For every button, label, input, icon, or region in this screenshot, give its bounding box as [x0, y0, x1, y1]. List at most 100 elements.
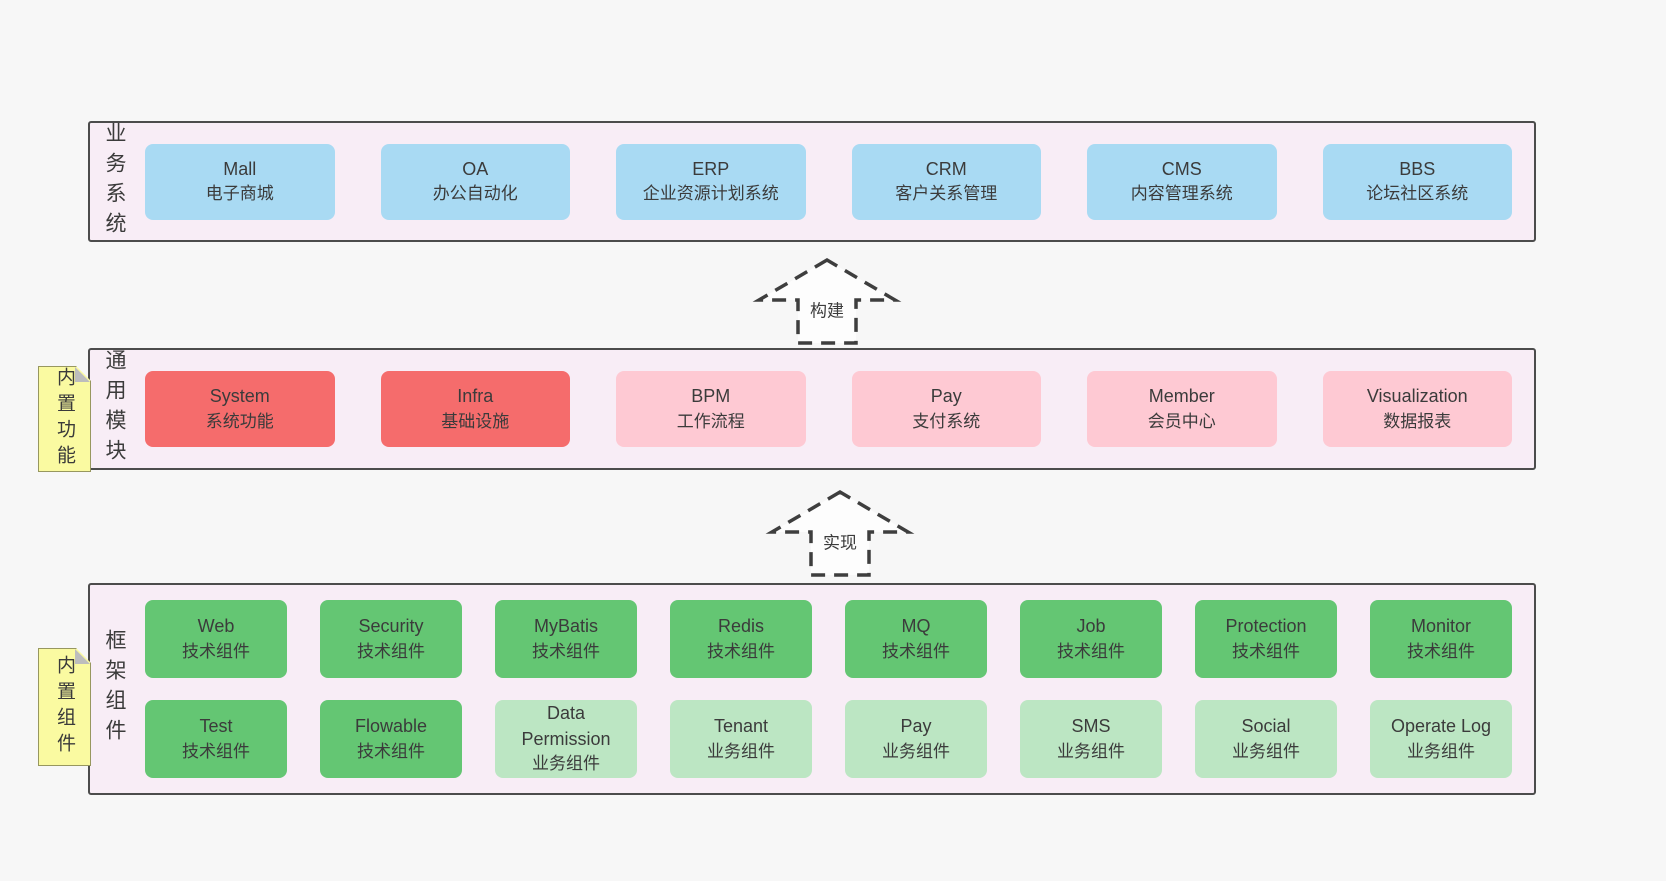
box-title: SMS: [1071, 716, 1111, 737]
box-title: Protection: [1225, 616, 1307, 637]
box-subtitle: 企业资源计划系统: [642, 184, 779, 204]
box-subtitle: 内容管理系统: [1130, 184, 1233, 204]
box-subtitle: 数据报表: [1383, 411, 1452, 431]
panel-business-label: 业务系统: [103, 121, 126, 242]
box-title: ERP: [692, 158, 730, 179]
box-subtitle: 会员中心: [1147, 411, 1216, 431]
sticky-components-label: 内置组件: [54, 655, 75, 759]
arrow-build-label: 构建: [809, 296, 845, 322]
box-title: Tenant: [713, 716, 769, 737]
arrow-build: 构建: [746, 255, 908, 345]
module-box: CMS 内容管理系统: [1087, 143, 1277, 220]
folded-corner-icon: [75, 649, 90, 664]
box-subtitle: 业务组件: [1232, 741, 1300, 761]
panel-framework-label: 框架组件: [103, 629, 126, 749]
box-title: OA: [462, 158, 489, 179]
module-box: Operate Log 业务组件: [1370, 700, 1512, 778]
box-title: Test: [199, 716, 233, 737]
box-subtitle: 论坛社区系统: [1366, 184, 1469, 204]
module-box: Flowable 技术组件: [320, 700, 462, 778]
module-box: Monitor 技术组件: [1370, 600, 1512, 678]
box-subtitle: 业务组件: [1057, 741, 1125, 761]
module-box: ERP 企业资源计划系统: [616, 143, 806, 220]
box-subtitle: 业务组件: [707, 741, 775, 761]
module-box: Visualization 数据报表: [1322, 371, 1512, 447]
framework-box-row-1: Web 技术组件 Security 技术组件 MyBatis 技术组件 Redi…: [145, 600, 1512, 678]
module-box: Pay 支付系统: [851, 371, 1041, 447]
box-subtitle: 支付系统: [912, 411, 981, 431]
module-box: Test 技术组件: [145, 700, 287, 778]
box-title: Operate Log: [1390, 716, 1492, 737]
module-box: Protection 技术组件: [1195, 600, 1337, 678]
box-title: Social: [1241, 716, 1291, 737]
box-title: Mall: [223, 158, 257, 179]
box-title: MQ: [901, 616, 931, 637]
box-title: MyBatis: [533, 616, 598, 637]
box-title: Pay: [930, 386, 962, 407]
box-title: Monitor: [1410, 616, 1472, 637]
business-box-row: Mall 电子商城 OA 办公自动化 ERP 企业资源计划系统 CRM 客户关系…: [125, 143, 1534, 220]
box-subtitle: 技术组件: [1057, 641, 1125, 661]
module-box: Web 技术组件: [145, 600, 287, 678]
box-subtitle: 技术组件: [707, 641, 775, 661]
box-subtitle: 电子商城: [205, 184, 274, 204]
folded-corner-icon: [75, 367, 90, 382]
box-title: Job: [1076, 616, 1106, 637]
box-subtitle: 工作流程: [676, 411, 745, 431]
box-title: System: [209, 386, 270, 407]
box-subtitle: 办公自动化: [432, 184, 518, 204]
modules-box-row: System 系统功能 Infra 基础设施 BPM 工作流程 Pay 支付系统…: [125, 371, 1534, 447]
box-title: CRM: [925, 158, 967, 179]
panel-modules-label: 通用模块: [103, 349, 126, 469]
box-subtitle: 业务组件: [882, 741, 950, 761]
arrow-implement: 实现: [759, 487, 921, 577]
box-title: Web: [197, 616, 235, 637]
box-subtitle: 业务组件: [532, 754, 600, 774]
module-box: CRM 客户关系管理: [851, 143, 1041, 220]
box-title: Redis: [717, 616, 765, 637]
module-box: Pay 业务组件: [845, 700, 987, 778]
box-subtitle: 技术组件: [1407, 641, 1475, 661]
box-title: Flowable: [354, 716, 428, 737]
box-title: CMS: [1161, 158, 1202, 179]
sticky-note-built-in-features: 内置功能: [38, 366, 91, 472]
module-box: Infra 基础设施: [380, 371, 570, 447]
box-title: Pay: [900, 716, 932, 737]
box-subtitle: 系统功能: [205, 411, 274, 431]
module-box: MyBatis 技术组件: [495, 600, 637, 678]
box-subtitle: 技术组件: [182, 641, 250, 661]
framework-box-row-2: Test 技术组件 Flowable 技术组件 Data Permission …: [145, 700, 1512, 778]
panel-common-modules: 通用模块 System 系统功能 Infra 基础设施 BPM 工作流程 Pay…: [88, 348, 1536, 470]
box-title: BBS: [1399, 158, 1436, 179]
sticky-features-label: 内置功能: [54, 367, 75, 471]
module-box: Mall 电子商城: [145, 143, 335, 220]
module-box: Redis 技术组件: [670, 600, 812, 678]
module-box: BPM 工作流程: [616, 371, 806, 447]
panel-business-systems: 业务系统 Mall 电子商城 OA 办公自动化 ERP 企业资源计划系统 CRM…: [88, 121, 1536, 242]
module-box: OA 办公自动化: [380, 143, 570, 220]
box-title: Infra: [457, 386, 494, 407]
panel-framework-components: 框架组件 Web 技术组件 Security 技术组件 MyBatis 技术组件…: [88, 583, 1536, 795]
box-title: Security: [358, 616, 424, 637]
module-box: Tenant 业务组件: [670, 700, 812, 778]
box-subtitle: 技术组件: [532, 641, 600, 661]
box-subtitle: 技术组件: [357, 741, 425, 761]
box-subtitle: 基础设施: [441, 411, 510, 431]
box-title: BPM: [691, 386, 731, 407]
box-title: Member: [1148, 386, 1215, 407]
module-box: System 系统功能: [145, 371, 335, 447]
box-subtitle: 技术组件: [882, 641, 950, 661]
module-box: Social 业务组件: [1195, 700, 1337, 778]
box-subtitle: 技术组件: [1232, 641, 1300, 661]
module-box: MQ 技术组件: [845, 600, 987, 678]
module-box: SMS 业务组件: [1020, 700, 1162, 778]
box-subtitle: 业务组件: [1407, 741, 1475, 761]
box-title: Visualization: [1366, 386, 1468, 407]
module-box: Data Permission 业务组件: [495, 700, 637, 778]
box-subtitle: 客户关系管理: [895, 184, 998, 204]
framework-rows: Web 技术组件 Security 技术组件 MyBatis 技术组件 Redi…: [125, 600, 1534, 778]
module-box: Security 技术组件: [320, 600, 462, 678]
module-box: Job 技术组件: [1020, 600, 1162, 678]
sticky-note-built-in-components: 内置组件: [38, 648, 91, 766]
